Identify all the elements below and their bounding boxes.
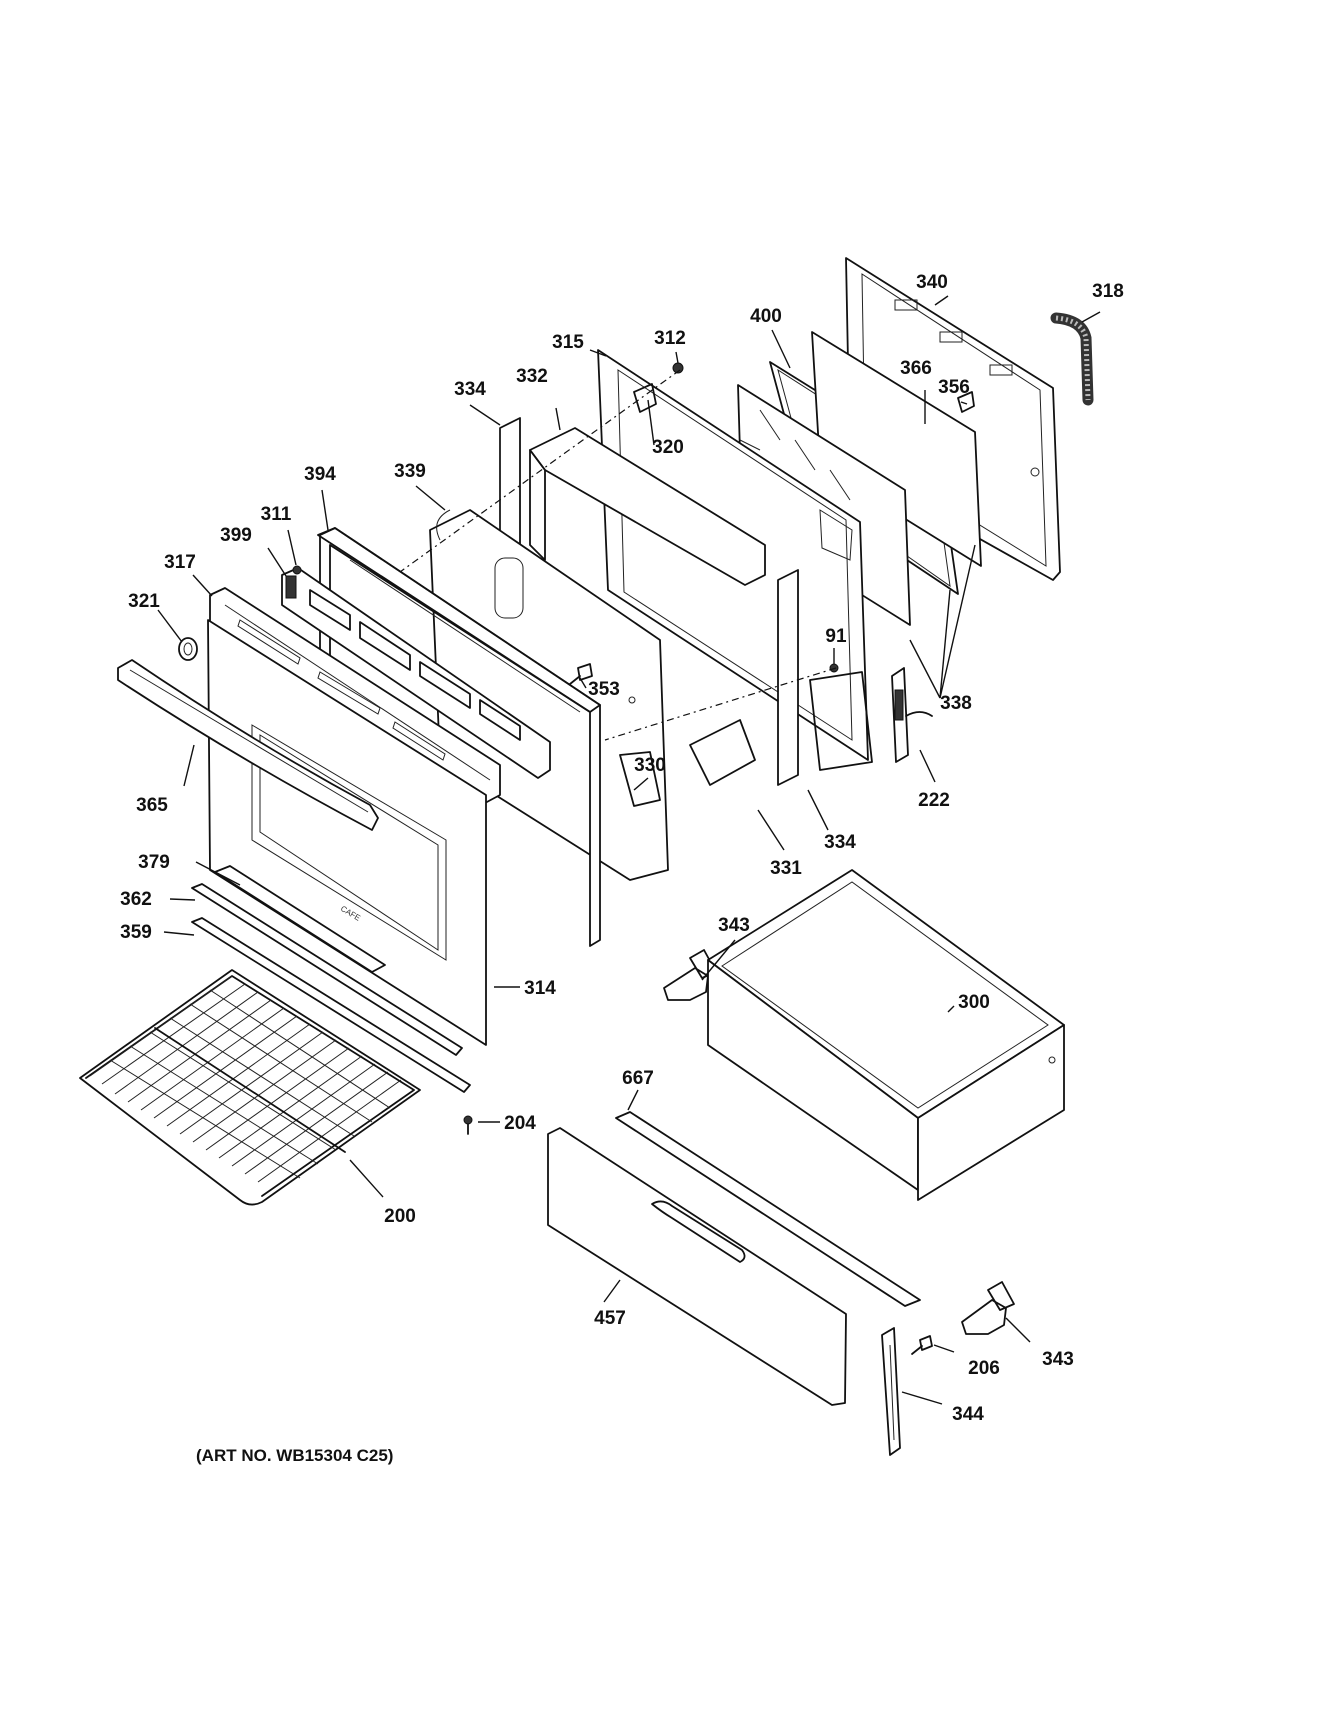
insulation-strip-right-part: [777, 569, 799, 786]
door-hinge-part: [809, 667, 933, 771]
label-366: 366: [900, 358, 932, 379]
drawer-trim-strip-part: [615, 1111, 921, 1307]
label-394: 394: [304, 464, 336, 485]
label-365: 365: [136, 795, 168, 816]
label-206: 206: [968, 1358, 1000, 1379]
oven-rack-part: [79, 969, 421, 1206]
alignment-lines: [399, 369, 837, 741]
door-bottom-strip-part: [191, 865, 471, 1093]
label-317: 317: [164, 552, 196, 573]
drawer-front-panel-part: [547, 1127, 847, 1406]
label-332: 332: [516, 366, 548, 387]
label-91: 91: [825, 626, 847, 647]
label-334-top: 334: [454, 379, 486, 400]
label-300: 300: [958, 992, 990, 1013]
drawer-slide-bracket-part: [881, 1327, 901, 1456]
label-338: 338: [940, 693, 972, 714]
label-356: 356: [938, 377, 970, 398]
label-400: 400: [750, 306, 782, 327]
label-343-lower: 343: [1042, 1349, 1074, 1370]
insulation-pad-part: [619, 751, 661, 807]
label-667: 667: [622, 1068, 654, 1089]
outer-door-glass-part: CAFE: [207, 619, 487, 1046]
label-321: 321: [128, 591, 160, 612]
storage-drawer-part: [707, 869, 1065, 1201]
label-200: 200: [384, 1206, 416, 1227]
label-222: 222: [918, 790, 950, 811]
liner-screw-part: [569, 663, 593, 685]
label-318: 318: [1092, 281, 1124, 302]
label-359: 359: [120, 922, 152, 943]
label-330: 330: [634, 755, 666, 776]
art-number-caption: (ART NO. WB15304 C25): [196, 1446, 393, 1465]
leader-lines: [157, 295, 1101, 1405]
vent-assembly-part: [281, 565, 551, 779]
part-labels: 340 318 400 315 312 366 356 334 332 320 …: [120, 272, 1124, 1425]
screw-part: [463, 1115, 473, 1135]
label-399: 399: [220, 525, 252, 546]
label-314: 314: [524, 978, 556, 999]
label-344: 344: [952, 1404, 984, 1425]
insulation-block-part: [529, 427, 766, 786]
label-379: 379: [138, 852, 170, 873]
label-362: 362: [120, 889, 152, 910]
door-gasket-part: [1050, 312, 1094, 406]
label-320: 320: [652, 437, 684, 458]
label-334-bottom: 334: [824, 832, 856, 853]
label-340: 340: [916, 272, 948, 293]
door-handle-part: [117, 659, 379, 831]
label-311: 311: [261, 504, 292, 525]
label-457: 457: [594, 1308, 626, 1329]
label-339: 339: [394, 461, 426, 482]
slide-screw-part: [911, 1335, 933, 1355]
bumper-part: [178, 637, 198, 661]
label-331: 331: [770, 858, 802, 879]
label-312: 312: [654, 328, 686, 349]
label-343-upper: 343: [718, 915, 750, 936]
drawer-slide-lower-part: [961, 1281, 1015, 1335]
label-204: 204: [504, 1113, 536, 1134]
label-315: 315: [552, 332, 584, 353]
label-353: 353: [588, 679, 620, 700]
